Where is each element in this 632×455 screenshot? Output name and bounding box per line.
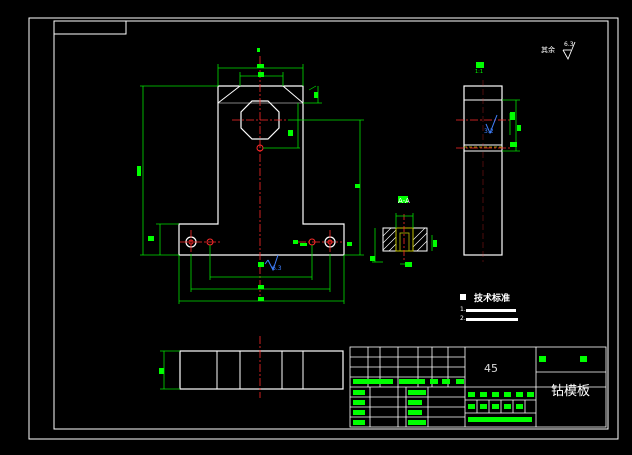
sheet-border (28, 17, 619, 440)
bottom-view (159, 336, 344, 398)
octagon-bore (240, 100, 280, 140)
section-view: A-A (370, 196, 437, 267)
tech-notes-heading: 技术标准 (474, 294, 511, 304)
drawing-title: 钻模板 (551, 384, 591, 399)
material-label: 45 (484, 362, 498, 375)
roughness-note (562, 41, 576, 61)
roughness-note-label: 其余 (541, 46, 555, 54)
side-dim-texts (476, 62, 521, 147)
roughness-note-value: 6.3 (564, 41, 574, 48)
front-dimensions (140, 64, 364, 304)
title-block (349, 346, 607, 428)
top-markers (308, 85, 317, 91)
section-dims (372, 213, 433, 265)
front-view-outline (178, 85, 345, 256)
section-label: A-A (398, 197, 410, 205)
front-view: 6.3 (137, 48, 364, 304)
side-view: 1:1 3.2 (456, 62, 521, 262)
svg-text:1:1: 1:1 (475, 69, 483, 75)
tech-note-2: 2. (460, 315, 466, 322)
tech-note-1: 1. (460, 306, 466, 313)
roughness-symbol-side (485, 114, 498, 135)
chamfer-left (217, 85, 241, 104)
svg-text:3.2: 3.2 (484, 128, 494, 135)
roughness-symbol-base (264, 254, 279, 272)
section-bore (395, 227, 414, 252)
front-dim-texts (137, 48, 360, 301)
roughness-value-base: 6.3 (272, 265, 282, 272)
front-centerlines (180, 56, 342, 296)
tech-notes (460, 294, 518, 321)
chamfer-right (282, 85, 304, 104)
section-dim-texts (370, 196, 437, 267)
section-hatch (382, 227, 428, 252)
title-block-text-blocks (353, 356, 587, 425)
